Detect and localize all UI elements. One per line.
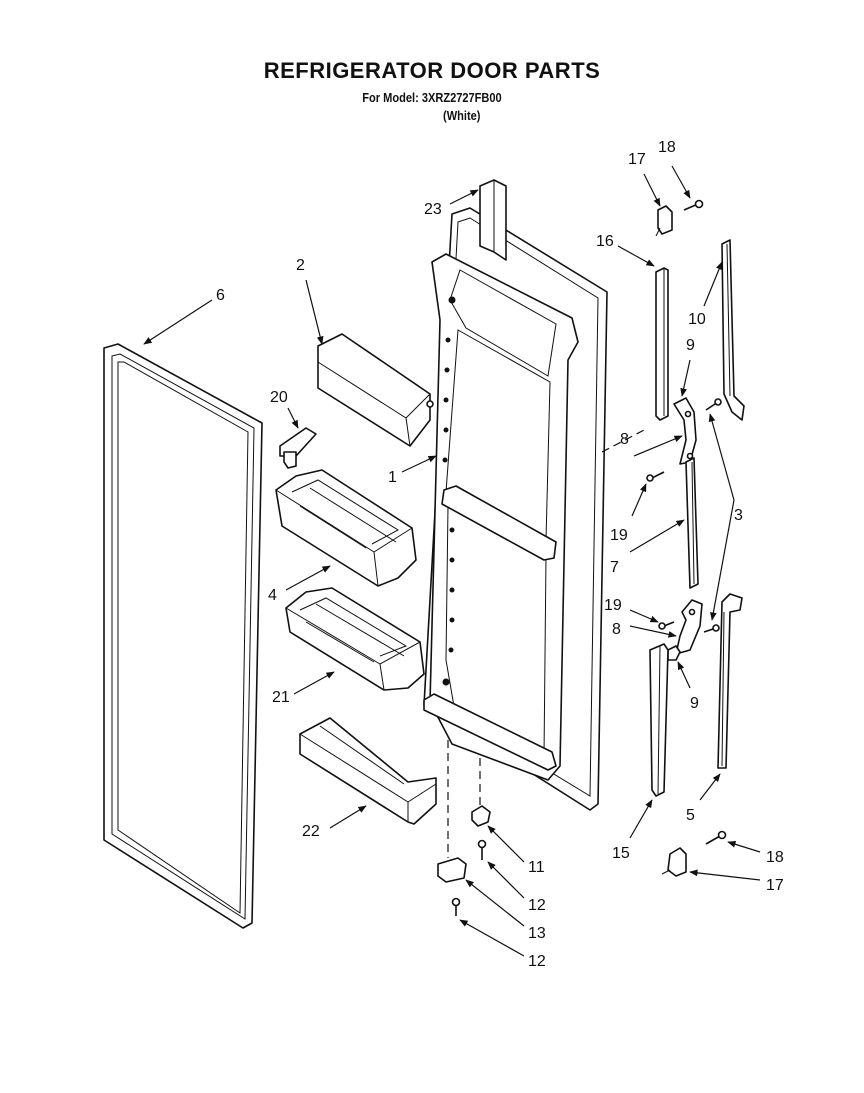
callout-21: 21 (272, 689, 290, 706)
callout-23: 23 (424, 201, 442, 218)
door-bin-upper-part (275, 469, 417, 587)
upper-hinge-part (655, 205, 673, 237)
hinge-channel-upper-part (655, 267, 669, 421)
callout-3: 3 (734, 507, 743, 524)
bracket-screw-part (451, 897, 461, 916)
diagram-title: REFRIGERATOR DOOR PARTS (263, 58, 601, 83)
hinge-channel-lower-part (649, 643, 669, 797)
callout-9b: 9 (690, 695, 699, 712)
shelf-peg-holes (442, 296, 456, 686)
callout-16: 16 (596, 233, 614, 250)
upper-hinge-bracket-part (673, 397, 697, 465)
callout-9a: 9 (686, 337, 695, 354)
callout-4: 4 (268, 587, 277, 604)
stop-screw-part (477, 839, 487, 860)
callout-7: 7 (610, 559, 619, 576)
callout-11: 11 (528, 859, 545, 876)
hinge-pin-bracket-part (437, 857, 467, 883)
callout-1: 1 (388, 469, 397, 486)
mid-seal-strip-part (685, 457, 699, 589)
handle-trim-part (479, 179, 507, 261)
lower-hinge-part (661, 847, 687, 877)
upper-hinge-screw-part (683, 199, 704, 211)
dairy-door-part (317, 333, 434, 447)
callout-17b: 17 (766, 877, 784, 894)
callout-17a: 17 (628, 151, 646, 168)
callout-12a: 12 (528, 897, 546, 914)
door-bin-lower-part (285, 587, 425, 691)
door-panel-part (423, 207, 608, 811)
door-stop-part (471, 805, 491, 827)
callout-2: 2 (296, 257, 305, 274)
bottom-door-bin-part (299, 717, 437, 825)
callout-12b: 12 (528, 953, 546, 970)
callout-13: 13 (528, 925, 546, 942)
upper-seal-strip-part (721, 239, 745, 421)
door-gasket-part (103, 343, 263, 929)
callout-8b: 8 (612, 621, 621, 638)
dairy-clip-part (279, 427, 317, 469)
model-line: For Model: 3XRZ2727FB00 (362, 90, 502, 105)
callout-18a: 18 (658, 139, 676, 156)
callout-8a: 8 (620, 431, 629, 448)
callout-10: 10 (688, 311, 706, 328)
lower-hinge-screw-part (705, 830, 727, 845)
lower-seal-strip-part (717, 593, 743, 769)
callout-labels: 1 2 3 4 5 6 7 8 8 9 9 10 11 12 12 13 15 … (216, 139, 784, 970)
color-variant: (White) (443, 108, 481, 123)
upper-bracket-screw-part (646, 398, 722, 482)
callout-19a: 19 (610, 527, 628, 544)
leader-lines (143, 165, 761, 957)
callout-5: 5 (686, 807, 695, 824)
callout-20: 20 (270, 389, 288, 406)
callout-18b: 18 (766, 849, 784, 866)
callout-19b: 19 (604, 597, 622, 614)
callout-15: 15 (612, 845, 630, 862)
callout-6: 6 (216, 287, 225, 304)
lower-hinge-bracket-part (658, 599, 720, 661)
callout-22: 22 (302, 823, 320, 840)
